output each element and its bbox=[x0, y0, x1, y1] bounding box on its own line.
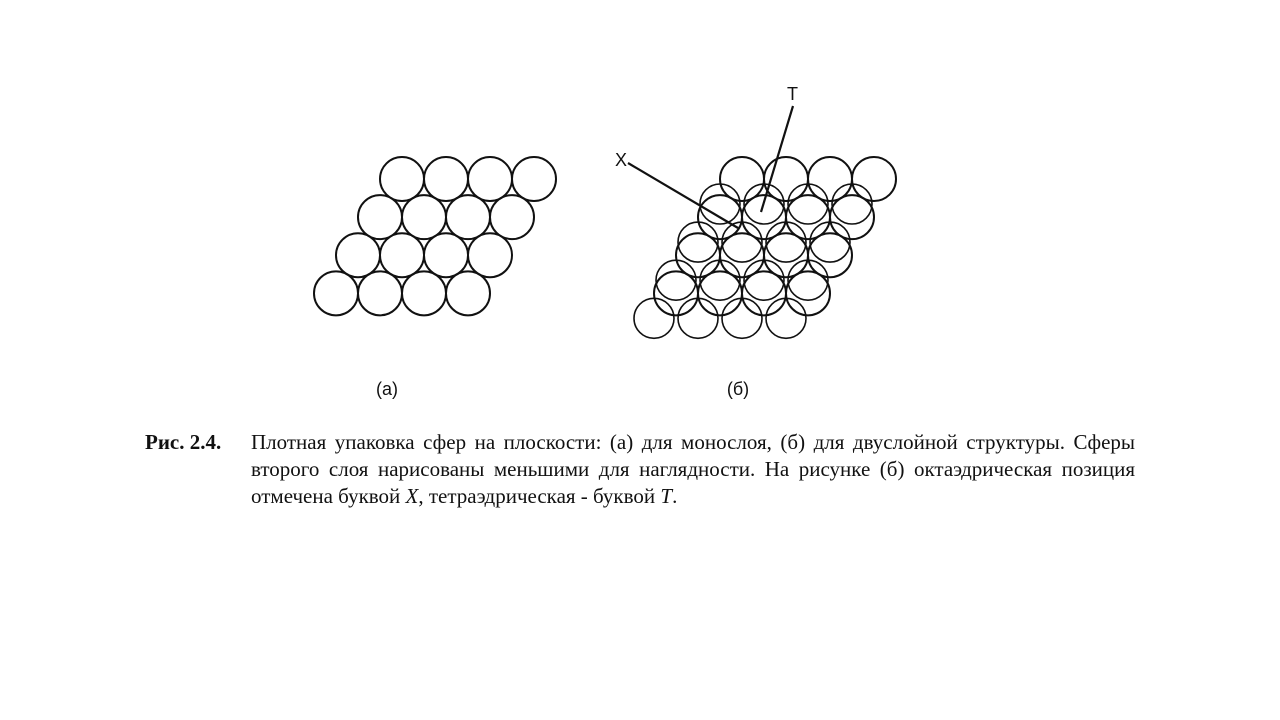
sphere-layer-2 bbox=[765, 221, 807, 263]
sphere bbox=[423, 232, 469, 279]
sphere-layer-2 bbox=[677, 297, 719, 340]
sphere bbox=[467, 232, 513, 279]
sphere-layer-1 bbox=[719, 156, 765, 202]
sphere-layer-1 bbox=[807, 232, 853, 279]
sphere-layer-2 bbox=[765, 297, 807, 340]
caption-text: Плотная упаковка сфер на плоскости: (а) … bbox=[251, 429, 1135, 510]
sphere-layer-2 bbox=[721, 297, 763, 340]
sphere-layer-2 bbox=[787, 259, 829, 302]
figure-caption: Рис. 2.4. Плотная упаковка сфер на плоск… bbox=[145, 429, 1135, 510]
sphere bbox=[511, 156, 557, 202]
sphere-layer-2 bbox=[677, 221, 719, 263]
sphere-layer-2 bbox=[633, 297, 675, 340]
panel-a-monolayer bbox=[313, 156, 557, 317]
sphere bbox=[401, 270, 447, 317]
caption-text-part-3: . bbox=[672, 484, 678, 508]
sphere-layer-1 bbox=[807, 156, 853, 202]
sphere-layer-2 bbox=[787, 183, 829, 225]
sphere bbox=[379, 156, 425, 202]
sphere-layer-2 bbox=[743, 259, 785, 302]
panel-a-label: (а) bbox=[376, 379, 398, 399]
sphere bbox=[445, 194, 491, 241]
sphere-layer-1 bbox=[851, 156, 897, 202]
tetrahedral-pointer-line bbox=[759, 105, 795, 213]
sphere-layer-1 bbox=[829, 194, 875, 241]
sphere-layer-2 bbox=[655, 259, 697, 302]
sphere bbox=[467, 156, 513, 202]
sphere bbox=[313, 270, 359, 317]
sphere-layer-2 bbox=[809, 221, 851, 263]
sphere bbox=[489, 194, 535, 241]
sphere-layer-2 bbox=[699, 183, 741, 225]
sphere-layer-1 bbox=[785, 270, 831, 317]
sphere bbox=[401, 194, 447, 241]
caption-label: Рис. 2.4. bbox=[145, 430, 222, 454]
sphere-layer-2 bbox=[699, 259, 741, 302]
tetrahedral-marker-label: T bbox=[787, 84, 798, 104]
sphere bbox=[335, 232, 381, 279]
caption-t-letter: T bbox=[660, 484, 673, 508]
caption-text-part-1: Плотная упаковка сфер на плоскости: (а) … bbox=[251, 430, 1135, 508]
panel-b-label: (б) bbox=[727, 379, 749, 399]
octahedral-marker-label: X bbox=[615, 150, 627, 170]
sphere-layer-2 bbox=[743, 183, 785, 225]
sphere bbox=[423, 156, 469, 202]
octahedral-pointer-line bbox=[627, 162, 739, 229]
panel-b-bilayer bbox=[633, 156, 897, 340]
sphere bbox=[357, 194, 403, 241]
caption-text-part-2: , тетраэдрическая - буквой bbox=[418, 484, 661, 508]
caption-x-letter: X bbox=[405, 484, 419, 508]
sphere bbox=[357, 270, 403, 317]
sphere bbox=[379, 232, 425, 279]
sphere-layer-2 bbox=[831, 183, 873, 225]
sphere bbox=[445, 270, 491, 317]
sphere-layer-2 bbox=[721, 221, 763, 263]
